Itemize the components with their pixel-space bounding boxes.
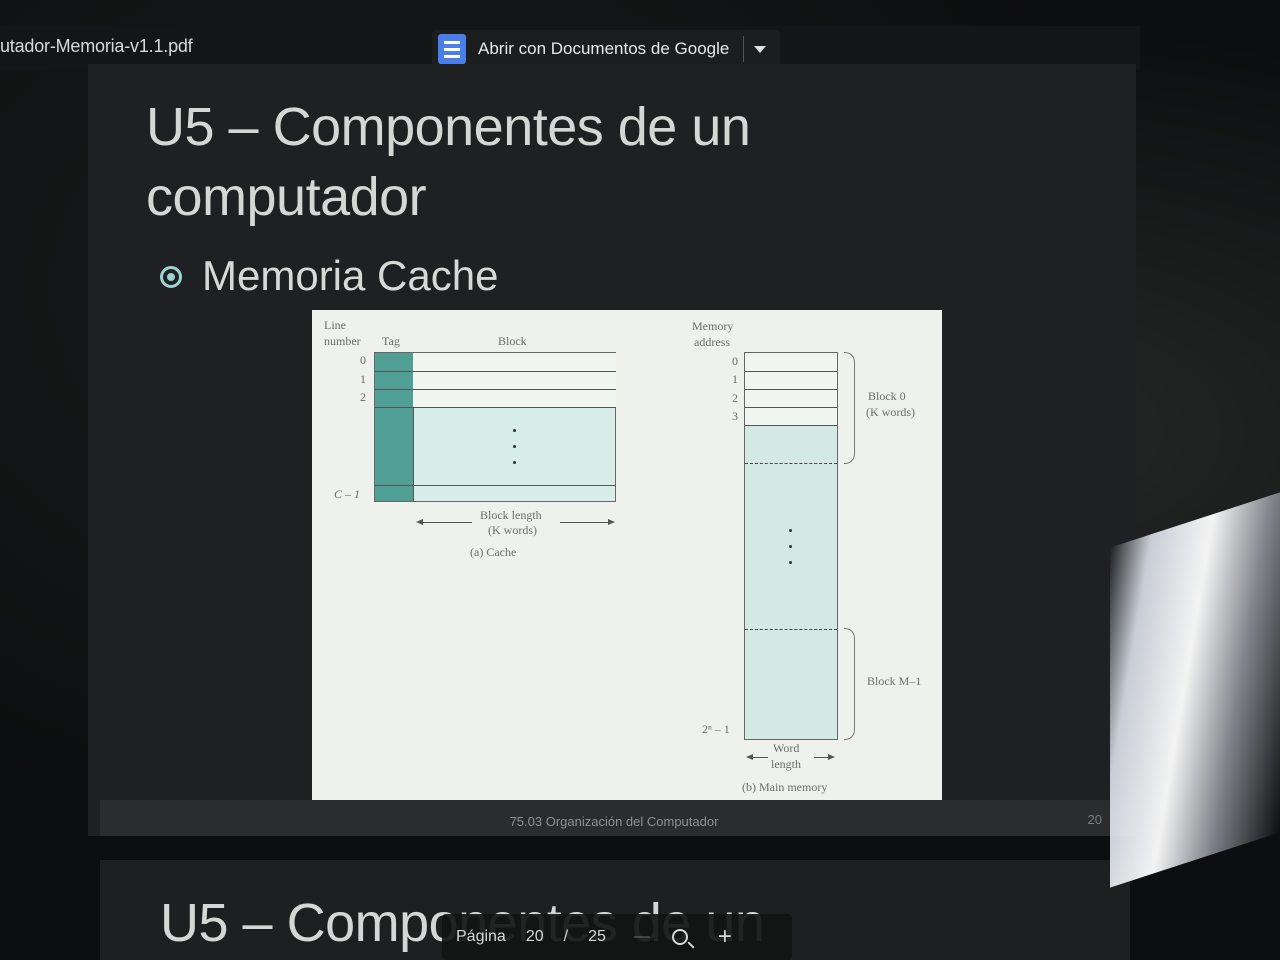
row-divider [745,425,837,426]
cache-row-label: 0 [360,353,366,367]
zoom-icon[interactable] [671,929,688,945]
footer-text: 75.03 Organización del Computador [509,814,719,829]
brace-block0 [844,352,855,464]
current-page-input[interactable]: 20 [525,928,544,945]
arrow-right-icon [608,519,615,525]
memory-word [745,390,837,407]
row-divider [745,389,837,390]
arrow-right-icon [828,754,835,760]
mem-row-label: 1 [732,372,738,386]
open-with-google-docs-button[interactable]: Abrir con Documentos de Google [432,30,780,68]
pdf-page-controls: Página 20 / 25 — + [442,914,792,960]
memory-word [745,372,837,389]
ellipsis-dot [789,545,792,548]
row-divider [745,371,837,372]
bullet-icon [160,266,182,288]
main-memory-caption: (b) Main memory [742,780,828,794]
blockM-label: Block M–1 [867,674,922,688]
row-divider [745,407,837,408]
zoom-in-button[interactable]: + [717,923,732,950]
cache-line [413,372,616,389]
page-label: Página [456,928,506,945]
zoom-out-button[interactable]: — [633,928,650,945]
ellipsis-dot [513,461,516,464]
word-length-label: Word [773,741,800,755]
slide-page-number: 20 [1087,812,1102,827]
memory-word [745,353,837,371]
row-divider [375,485,616,486]
block0-label: Block 0 [868,389,906,403]
cache-memory-figure: Line number Tag Block 0 1 2 C – 1 Block … [312,310,942,802]
cache-header-block: Block [498,334,527,348]
mem-header-memory: Memory [692,319,734,333]
cache-line [413,353,616,371]
block-length-arrow [422,522,472,523]
block-boundary [745,463,837,464]
row-divider [375,407,616,408]
slide-footer: 75.03 Organización del Computador 20 [100,800,1128,836]
block-boundary [745,629,837,630]
slide-title: U5 – Componentes de un computador [146,92,846,232]
mem-row-label: 2 [732,391,738,405]
arrow-left-icon [416,519,423,525]
block-length-label: Block length [480,508,542,522]
main-memory-table [744,352,838,740]
cache-header-tag: Tag [382,334,400,348]
cache-row-label: 2 [360,390,366,404]
mem-row-label: 3 [732,409,738,423]
ellipsis-dot [789,561,792,564]
cache-row-label-last: C – 1 [334,487,361,501]
mem-row-label-last: 2ⁿ – 1 [702,722,730,736]
ellipsis-dot [789,529,792,532]
cache-header-line: Line [324,318,346,332]
cache-row-label: 1 [360,372,366,386]
mem-row-label: 0 [732,354,738,368]
cache-caption: (a) Cache [470,545,517,559]
brace-blockM [844,628,855,740]
row-divider [375,371,616,372]
open-with-label: Abrir con Documentos de Google [478,39,730,58]
bullet-text: Memoria Cache [202,252,499,299]
cache-header-number: number [324,334,361,348]
ellipsis-dot [513,429,516,432]
page-separator: / [563,928,569,945]
mem-header-address: address [694,335,730,349]
tag-column [375,353,414,501]
slide-title-line1: U5 – Componentes de un [146,97,751,157]
row-divider [375,389,616,390]
block-length-arrow [560,522,610,523]
word-length-label: length [771,757,801,771]
total-pages: 25 [588,928,606,945]
word-length-arrow [814,757,830,758]
memory-word [745,408,837,425]
ellipsis-dot [513,445,516,448]
block-length-unit: (K words) [488,523,537,537]
google-docs-icon [438,34,466,64]
cache-line [413,390,616,407]
chevron-down-icon[interactable] [754,45,767,53]
cache-table [374,352,616,502]
file-name: utador-Memoria-v1.1.pdf [0,36,193,56]
toolbar-divider [743,36,745,62]
word-length-arrow [752,757,768,758]
block0-unit: (K words) [866,405,915,419]
arrow-left-icon [746,754,753,760]
slide-title-line2: computador [146,167,427,227]
